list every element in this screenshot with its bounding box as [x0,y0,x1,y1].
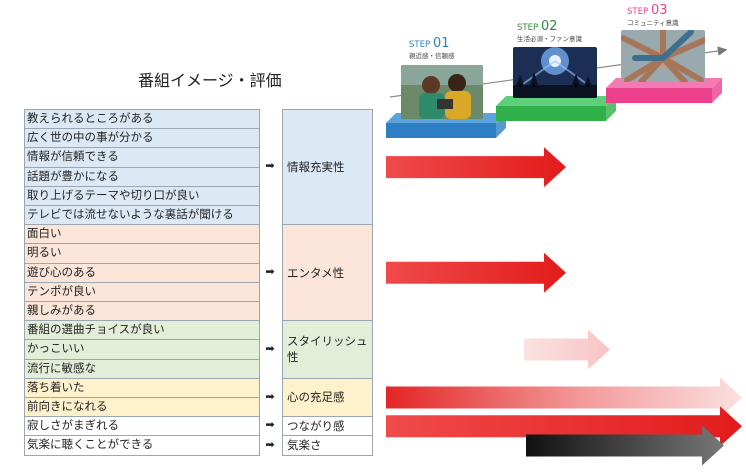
category-box: 心の充足感 [282,377,373,418]
progression-arrow [386,377,742,418]
item-row: 遊び心のある [24,262,260,283]
right-arrow-icon: ➡ [265,437,275,451]
item-row: 流行に敏感な [24,358,260,379]
item-row: 番組の選曲チョイスが良い [24,320,260,341]
photo-hands-together [621,30,705,82]
photo-two-people-tablet [401,65,483,119]
progression-arrow [526,425,724,466]
step-01-word: STEP [409,40,431,50]
progression-arrow [386,406,742,447]
item-row: 明るい [24,243,260,264]
step-02-word: STEP [517,23,539,33]
step-03-word: STEP [627,7,649,17]
category-box: 気楽さ [282,435,373,456]
step-02-number: 02 [540,19,558,34]
step-03-number: 03 [650,3,668,18]
step-staircase [386,46,728,138]
right-arrow-icon: ➡ [265,389,275,403]
progression-arrow [386,252,566,293]
item-row: 広く世の中の事が分かる [24,128,260,149]
item-row: 気楽に聴くことができる [24,435,260,456]
item-row: 教えられるところがある [24,109,260,130]
item-row: テレビでは流せないような裏話が聞ける [24,205,260,226]
page-title: 番組イメージ・評価 [138,71,282,90]
step-01-number: 01 [432,36,450,51]
item-row: 親しみがある [24,301,260,322]
item-row: 取り上げるテーマや切り口が良い [24,185,260,206]
item-row: 面白い [24,224,260,245]
step-02-block [496,96,616,121]
progression-arrow [524,329,610,370]
item-row: テンポが良い [24,281,260,302]
item-row: 寂しさがまぎれる [24,416,260,437]
category-box: スタイリッシュ性 [282,320,373,379]
right-arrow-icon: ➡ [265,341,275,355]
item-row: かっこいい [24,339,260,360]
right-arrow-icon: ➡ [265,418,275,432]
photo-concert-crowd [513,47,597,98]
step-03-subtitle: コミュニティ意識 [627,19,679,27]
step-02-label: STEP 02 生活必須・ファン意識 [517,19,582,43]
category-box: 情報充実性 [282,109,373,226]
item-row: 落ち着いた [24,377,260,398]
category-box: つながり感 [282,416,373,437]
right-arrow-icon: ➡ [265,264,275,278]
step-01-label: STEP 01 親近感・信頼感 [409,36,455,60]
step-03-label: STEP 03 コミュニティ意識 [627,3,679,27]
item-row: 前向きになれる [24,397,260,418]
right-arrow-icon: ➡ [265,159,275,173]
step-01-subtitle: 親近感・信頼感 [409,52,455,60]
item-row: 情報が信頼できる [24,147,260,168]
category-box: エンタメ性 [282,224,373,322]
step-02-subtitle: 生活必須・ファン意識 [517,35,582,43]
item-row: 話題が豊かになる [24,166,260,187]
